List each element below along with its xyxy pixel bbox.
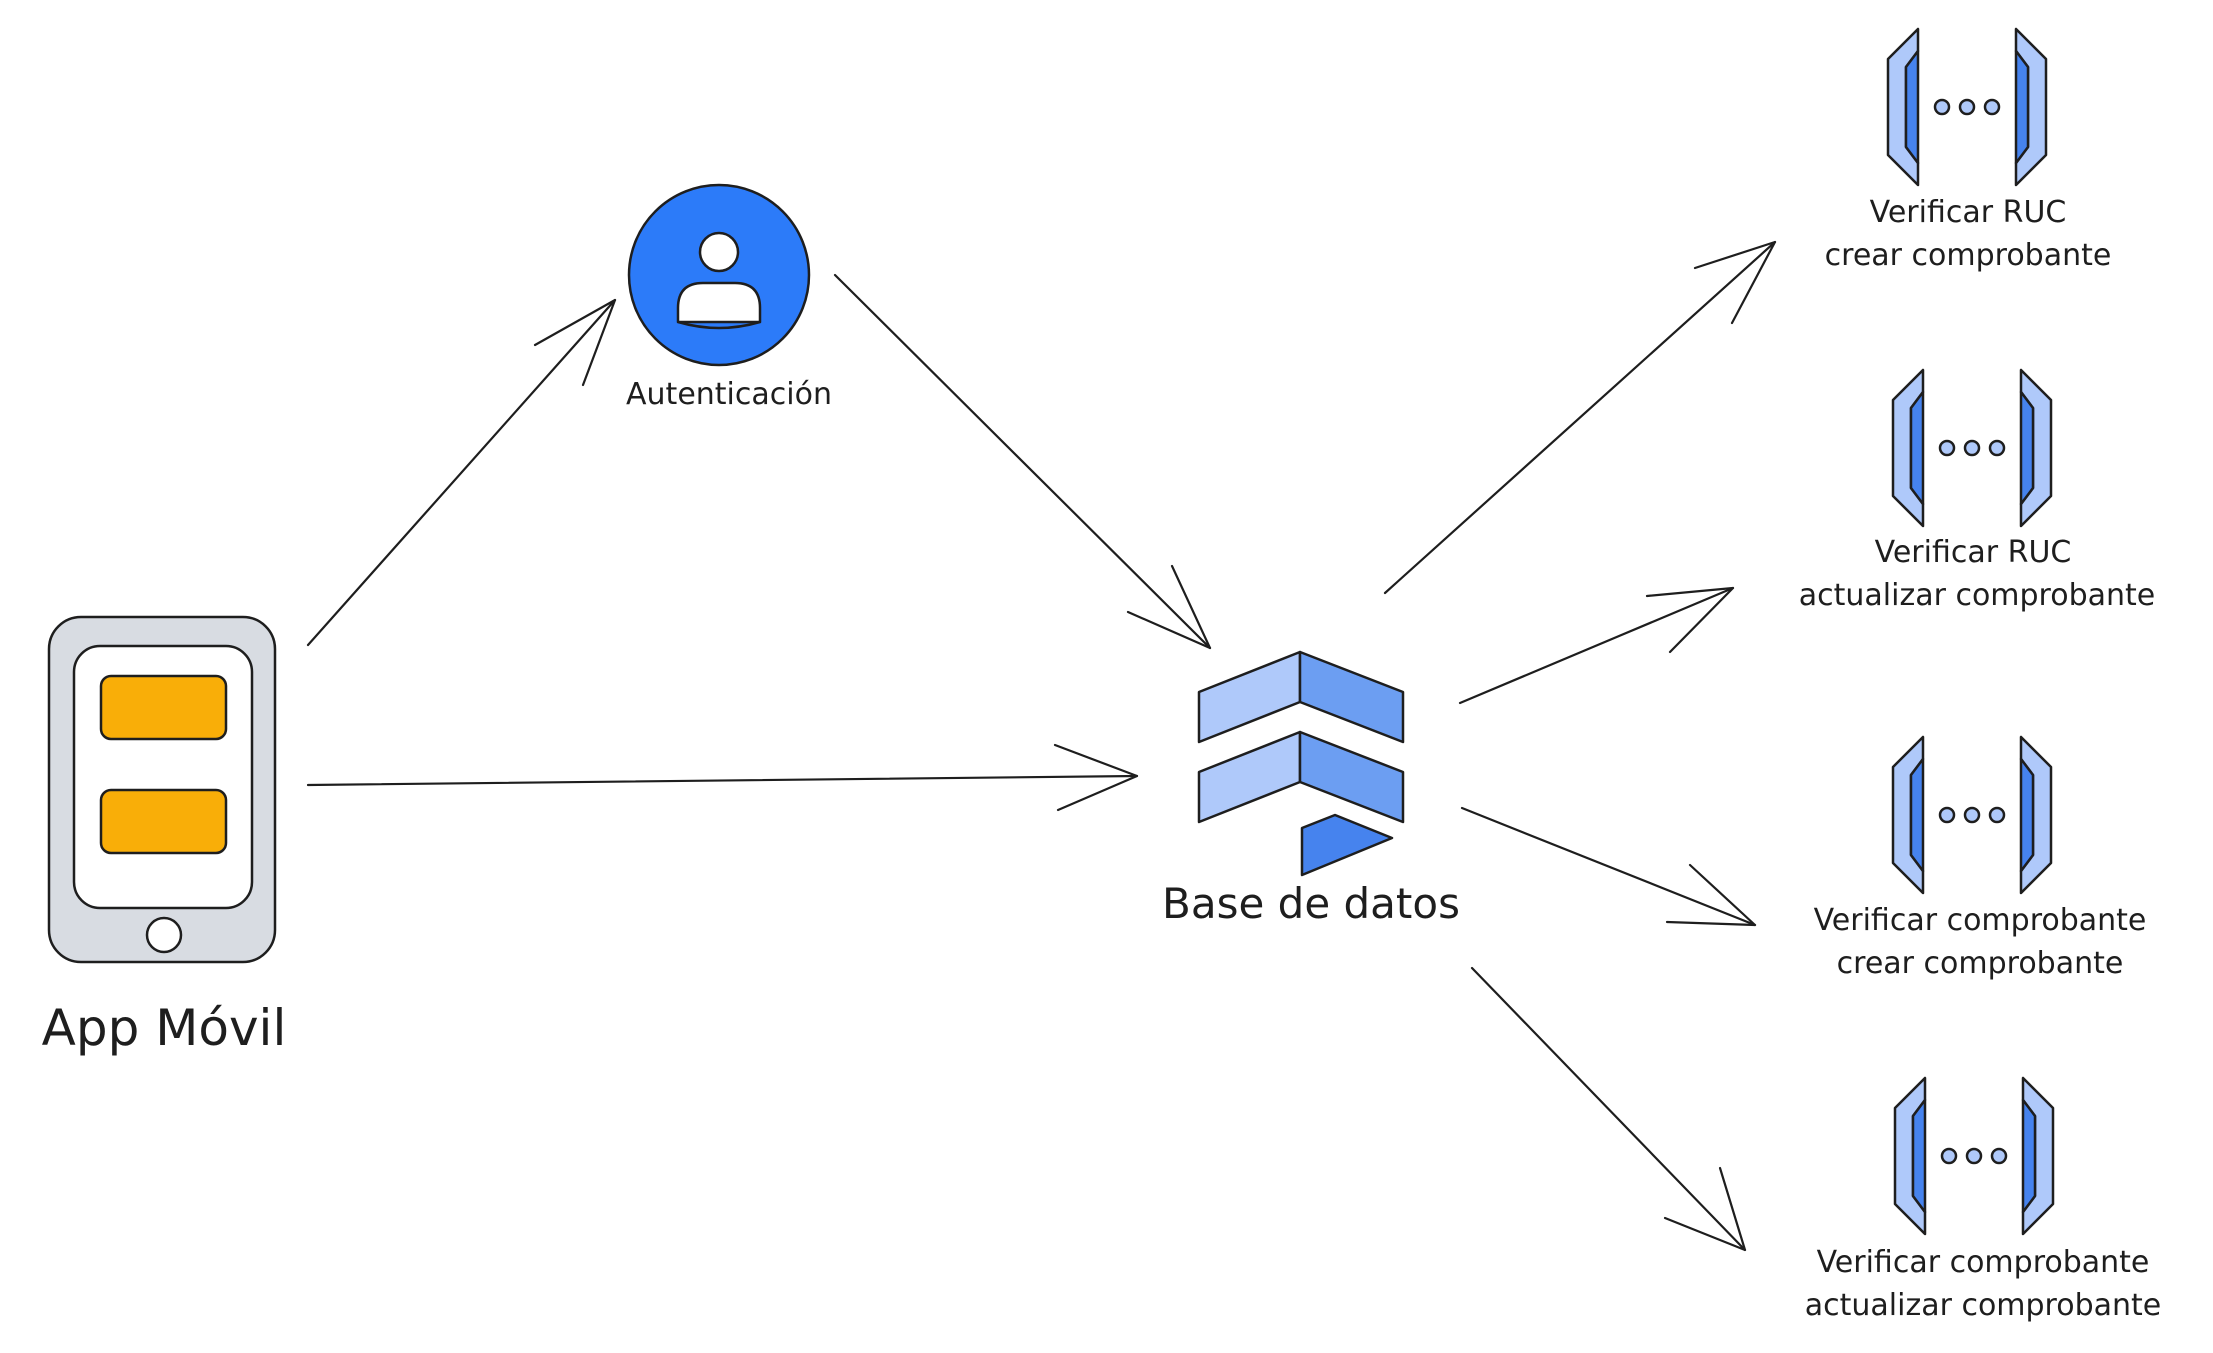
smartphone-icon [47, 615, 277, 964]
auth-node: Autenticación [626, 183, 832, 412]
cloud-functions-icon [1893, 1076, 2055, 1236]
function-1-line-1: Verificar RUC [1870, 195, 2067, 230]
auth-label: Autenticación [626, 377, 832, 412]
cloud-functions-icon [1891, 735, 2053, 895]
firestore-icon [1197, 650, 1405, 877]
function-3-line-2: crear comprobante [1837, 946, 2124, 981]
edge-auth-to-db [833, 273, 1212, 650]
function-2-line-2: actualizar comprobante [1799, 578, 2156, 613]
edges [306, 240, 1777, 1252]
function-node-1: Verificar RUC crear comprobante [1825, 27, 2112, 273]
edge-db-to-function-1 [1383, 240, 1777, 595]
edge-app-to-db [306, 743, 1139, 812]
edge-db-to-function-2 [1458, 586, 1735, 705]
function-node-3: Verificar comprobante crear comprobante [1814, 735, 2147, 981]
function-4-line-2: actualizar comprobante [1805, 1288, 2162, 1323]
function-node-4: Verificar comprobante actualizar comprob… [1805, 1076, 2162, 1323]
function-2-line-1: Verificar RUC [1875, 535, 2072, 570]
edge-db-to-function-4 [1470, 966, 1747, 1252]
db-label: Base de datos [1162, 879, 1460, 928]
cloud-functions-icon [1891, 368, 2053, 528]
app-node: App Móvil [42, 615, 287, 1057]
edge-db-to-function-3 [1460, 806, 1757, 927]
edge-app-to-auth [306, 298, 617, 647]
user-icon [627, 183, 811, 367]
function-4-line-1: Verificar comprobante [1817, 1245, 2150, 1280]
function-node-2: Verificar RUC actualizar comprobante [1799, 368, 2156, 613]
app-label: App Móvil [42, 999, 287, 1057]
function-3-line-1: Verificar comprobante [1814, 903, 2147, 938]
db-node: Base de datos [1162, 650, 1460, 928]
function-1-line-2: crear comprobante [1825, 238, 2112, 273]
cloud-functions-icon [1886, 27, 2048, 187]
